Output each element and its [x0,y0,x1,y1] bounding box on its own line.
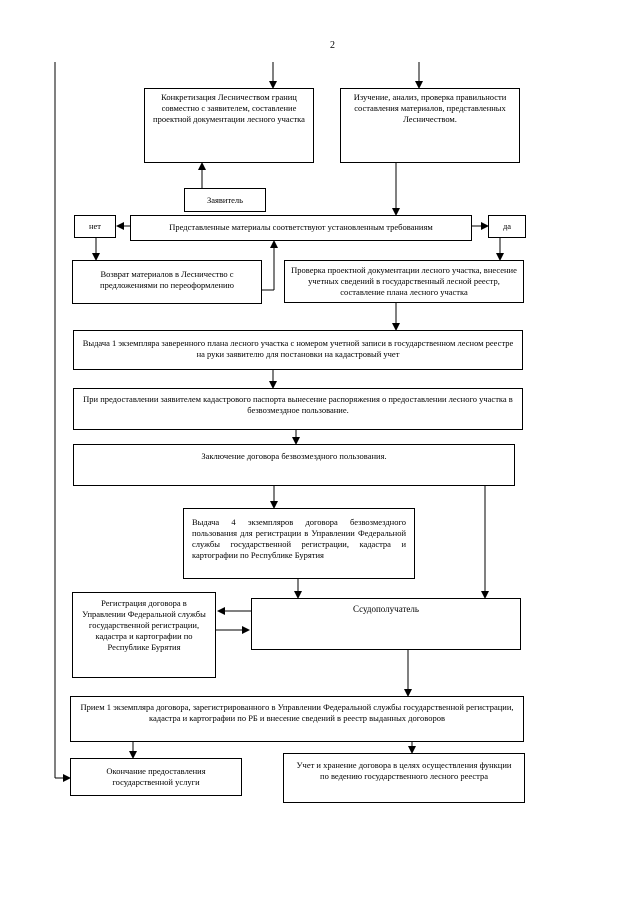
box-contract: Заключение договора безвозмездного польз… [73,444,515,486]
box-verify: Проверка проектной документации лесного … [284,260,524,303]
box-borrower: Ссудополучатель [251,598,521,650]
box-study: Изучение, анализ, проверка правильности … [340,88,520,163]
box-applicant: Заявитель [184,188,266,212]
box-yes: да [488,215,526,238]
box-order: При предоставлении заявителем кадастрово… [73,388,523,430]
page-number: 2 [330,40,335,51]
box-return: Возврат материалов в Лесничество с предл… [72,260,262,304]
box-concretize: Конкретизация Лесничеством границ совмес… [144,88,314,163]
box-issue4: Выдача 4 экземпляров договора безвозмезд… [183,508,415,579]
box-registration: Регистрация договора в Управлении Федера… [72,592,216,678]
box-storage: Учет и хранение договора в целях осущест… [283,753,525,803]
box-receive: Прием 1 экземпляра договора, зарегистрир… [70,696,524,742]
box-end: Окончание предоставления государственной… [70,758,242,796]
box-condition: Представленные материалы соответствуют у… [130,215,472,241]
box-issue-plan: Выдача 1 экземпляра заверенного плана ле… [73,330,523,370]
box-no: нет [74,215,116,238]
